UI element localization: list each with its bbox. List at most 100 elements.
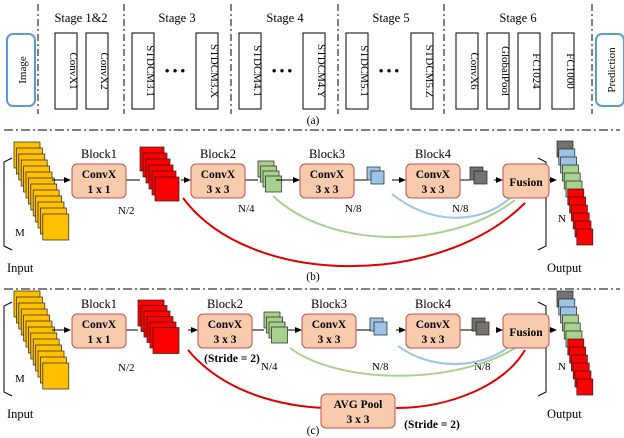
ellipsis: • • • [272, 63, 293, 78]
conv-name: ConvX [208, 319, 243, 331]
module-box [486, 32, 510, 110]
conv-name: ConvX [312, 319, 347, 331]
skip-connection-green [289, 347, 516, 377]
input-label: Input [7, 407, 34, 421]
block1-conv-box [71, 313, 127, 349]
block3-conv-box [301, 313, 357, 349]
conv-kernel: 3 x 3 [214, 334, 237, 346]
module-box [131, 32, 155, 110]
feature-map-sheet [154, 176, 180, 202]
module-box [517, 32, 541, 110]
input-brace [3, 157, 13, 251]
caption-b: (b) [306, 271, 320, 283]
block2-output-maps [263, 311, 288, 344]
feature-dim-label: N/8 [452, 203, 469, 215]
input-feature-maps [13, 290, 70, 390]
panel-a: Image Prediction Stage 1&2 Stage 3 Stage… [6, 4, 624, 127]
conv-kernel: 3 x 3 [422, 334, 445, 346]
avgpool-kernel: 3 x 3 [347, 414, 370, 426]
block4-output-maps [469, 166, 488, 185]
conv-name: ConvX [201, 169, 236, 181]
module-box [85, 32, 109, 110]
output-label: Output [547, 407, 582, 421]
skip-connection-red [187, 349, 526, 409]
feature-map-sheet [271, 326, 288, 344]
stage-header: Stage 5 [372, 11, 409, 25]
block3-conv-box [299, 163, 355, 199]
conv-kernel: 3 x 3 [318, 334, 341, 346]
fusion-label: Fusion [509, 177, 543, 189]
block1-conv-box [71, 163, 127, 199]
output-brace [537, 157, 547, 251]
module-label: ConvX6 [468, 52, 480, 90]
feature-dim-label: N/8 [345, 203, 362, 215]
output-feature-maps [556, 290, 594, 396]
module-label: ConvX2 [98, 52, 110, 89]
conv-kernel: 1 x 1 [88, 334, 111, 346]
stage-header: Stage 4 [266, 11, 304, 25]
block-title: Block2 [207, 297, 243, 311]
conv-name: ConvX [416, 319, 451, 331]
image-input-label: Image [17, 56, 29, 84]
output-label: Output [547, 261, 582, 275]
output-feature-maps [556, 140, 594, 246]
stage-header: Stage 3 [158, 11, 195, 25]
avgpool-stride: (Stride = 2) [404, 419, 460, 431]
module-label: ConvX1 [67, 52, 79, 89]
stage-header: Stage 1&2 [54, 11, 107, 25]
skip-connection-green [272, 195, 516, 238]
avgpool-name: AVG Pool [334, 399, 383, 411]
block2-conv-box [190, 163, 246, 199]
input-channel-label: M [15, 373, 25, 385]
module-label: STDCM4.Y [315, 44, 327, 98]
image-input-box [6, 33, 36, 107]
block4-conv-box [405, 313, 461, 349]
conv-name: ConvX [82, 319, 117, 331]
feature-map-sheet [152, 327, 180, 354]
block-title: Block4 [415, 147, 452, 161]
feature-map-sheet [576, 378, 594, 396]
module-box [195, 32, 219, 110]
block1-output-maps [139, 146, 180, 202]
conv-kernel: 1 x 1 [88, 184, 111, 196]
output-channel-label: N [558, 213, 566, 225]
block-title: Block3 [311, 297, 347, 311]
prediction-output-label: Prediction [606, 47, 618, 93]
module-box [54, 32, 78, 110]
skip-connection-red [182, 197, 526, 268]
caption-a: (a) [307, 115, 320, 127]
output-channel-label: N [558, 361, 566, 373]
block2-output-maps [257, 160, 282, 193]
feature-map-sheet [373, 321, 388, 336]
feature-map-sheet [42, 362, 70, 390]
block2-conv-box [197, 313, 253, 349]
block-title: Block3 [309, 147, 345, 161]
fusion-label: Fusion [509, 327, 543, 339]
block4-output-maps [471, 317, 490, 336]
fusion-box [502, 313, 550, 349]
block-title: Block2 [200, 147, 236, 161]
conv-kernel: 3 x 3 [207, 184, 230, 196]
input-feature-maps [13, 141, 70, 241]
conv-name: ConvX [310, 169, 345, 181]
feature-map-sheet [475, 321, 490, 336]
module-label: STDCM3.1 [144, 45, 156, 97]
feature-dim-label: N/2 [118, 205, 135, 217]
block-title: Block1 [81, 147, 117, 161]
stride-note: (Stride = 2) [204, 353, 260, 365]
ellipsis: • • • [379, 63, 400, 78]
conv-kernel: 3 x 3 [422, 184, 445, 196]
feature-dim-label: N/8 [372, 361, 389, 373]
feature-map-sheet [473, 170, 488, 185]
input-label: Input [7, 261, 34, 275]
block1-output-maps [137, 299, 180, 354]
module-box [551, 32, 575, 110]
module-box [455, 32, 479, 110]
feature-map-sheet [576, 228, 594, 246]
input-channel-label: M [15, 227, 25, 239]
feature-dim-label: N/4 [238, 203, 255, 215]
feature-dim-label: N/4 [261, 361, 278, 373]
module-box [238, 32, 262, 110]
caption-c: (c) [307, 425, 320, 437]
